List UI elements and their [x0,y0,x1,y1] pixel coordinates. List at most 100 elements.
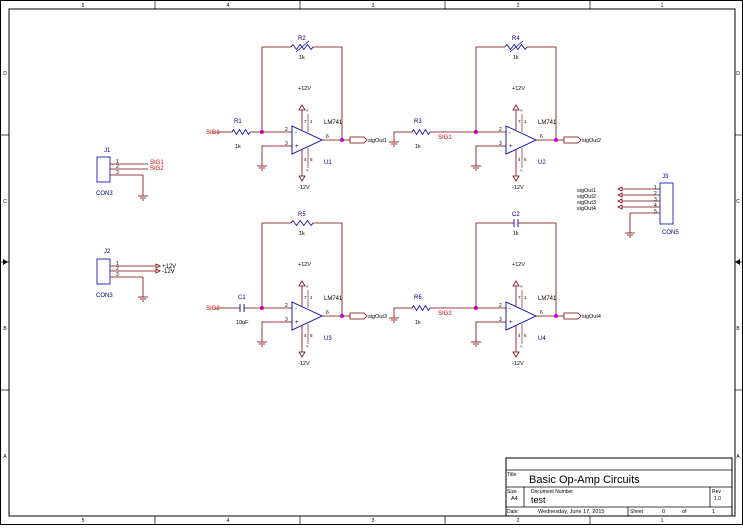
output-port [349,136,368,144]
col-label-bottom: 1 [661,518,664,524]
col-label-top: 1 [661,3,664,9]
connector-pin-lines [110,163,148,196]
ground-symbol [138,296,148,302]
junction-dot [340,314,344,318]
connector-j3[interactable]: J3 CON5 1 2 3 4 5 sigOut1 sigOut2 [577,174,679,238]
resistor-symbol [290,219,314,227]
output-port [563,136,582,144]
no-connect: × [520,284,523,289]
pin-number: 1 [654,185,657,191]
opamp-ref: U4 [538,336,546,342]
vneg-label: -12V [298,361,310,367]
vcc-arrow [512,280,520,287]
sheet-count: 1 [712,509,715,515]
rev-value: 1.0 [714,496,721,502]
opamp-block-u1[interactable]: -++12V-12V74××15LM741U123R21k6sigOut1R11… [206,36,387,191]
vee-arrow [298,175,306,182]
input-value: 10uF [236,320,249,326]
pin-number: 6 [540,134,543,140]
pin-number: 4 [304,333,307,338]
input-ref: R1 [234,119,242,125]
plus-sign: + [509,144,513,150]
pin-number: 4 [304,157,307,162]
row-label-left: C [3,199,7,205]
row-label-right: A [736,454,740,460]
power-net-label: -12V [162,269,175,275]
opamp-symbol [505,125,538,155]
junction-dot [554,314,558,318]
pin-number: 1 [310,295,313,300]
opamp-symbol [291,125,324,155]
docnum-label: Document Number [531,489,573,495]
connector-j1[interactable]: J1 CON3 1 2 3 SIG1 SIG2 [96,148,164,201]
pin-number: 5 [524,333,527,338]
feedback-ref: R5 [298,212,306,218]
of-label: of [682,509,687,515]
input-ref: R3 [414,119,422,125]
row-ticks [1,134,742,391]
date-value: Wednesday, June 17, 2015 [538,509,604,515]
potentiometer-arrow [509,40,524,53]
opamp-ref: U3 [324,336,332,342]
input-net-label: SIG1 [438,135,452,141]
vee-arrow [512,351,520,358]
pin-number: 3 [499,317,502,323]
no-connect: × [306,284,309,289]
connector-body [96,156,111,183]
feedback-value: 1k [513,231,519,237]
pin-number: 1 [524,119,527,124]
pin-number: 5 [310,157,313,162]
vneg-label: -12V [298,185,310,191]
opamp-block-u4[interactable]: -++12V-12V74××15LM741U423C21k6sigOut4R61… [389,212,601,367]
feedback-value: 1k [299,231,305,237]
vpos-label: +12V [298,86,311,92]
column-labels: 5 4 3 2 1 5 4 3 2 1 [82,3,664,524]
pin-number: 2 [654,191,657,197]
no-connect: × [306,168,309,173]
connector-pin-numbers: 1 2 3 [116,159,119,176]
opamp-block-u2[interactable]: -++12V-12V74××15LM741U223R41k6sigOut2R31… [389,36,601,191]
input-net-label: SIG1 [206,130,220,136]
net-label: SIG1 [150,160,164,166]
net-label: sigOut2 [577,194,596,200]
opamp-block-u3[interactable]: -++12V-12V74××15LM741U323R51k6sigOut3C11… [206,212,387,367]
pin-number: 3 [285,141,288,147]
inner-border [8,8,736,517]
vee-arrow [298,351,306,358]
ground-symbol [138,195,148,201]
output-port [349,312,368,320]
row-label-left: D [3,71,7,77]
no-connect: × [306,108,309,113]
col-label-bottom: 4 [227,518,230,524]
row-label-left: A [3,454,7,460]
pin-number: 4 [518,157,521,162]
net-label: sigOut3 [577,200,596,206]
input-ref: R6 [414,295,422,301]
connector-net-labels: sigOut1 sigOut2 sigOut3 sigOut4 [577,188,596,212]
col-label-top: 5 [82,3,85,9]
row-label-left: B [3,326,7,332]
input-value: 1k [415,144,421,150]
power-net-label: +12V [162,264,176,270]
docnum-value: test [531,495,546,505]
pin-number: 4 [654,203,657,209]
connector-ref: J3 [662,174,669,180]
row-label-right: D [736,71,740,77]
pin-number: 3 [499,141,502,147]
vpos-label: +12V [512,262,525,268]
vcc-arrow [298,104,306,111]
connector-body [659,182,674,225]
col-label-bottom: 3 [372,518,375,524]
connector-j2[interactable]: J2 CON3 1 2 3 +12V -12V [96,249,176,302]
resistor-symbol [411,128,431,136]
plus-sign: + [509,320,513,326]
opamp-part: LM741 [538,296,557,302]
connector-pin-lines [110,263,161,297]
opamp-symbol [505,301,538,331]
input-value: 1k [415,320,421,326]
pin-number: 3 [116,272,119,278]
plus-sign: + [295,144,299,150]
vpos-label: +12V [298,262,311,268]
